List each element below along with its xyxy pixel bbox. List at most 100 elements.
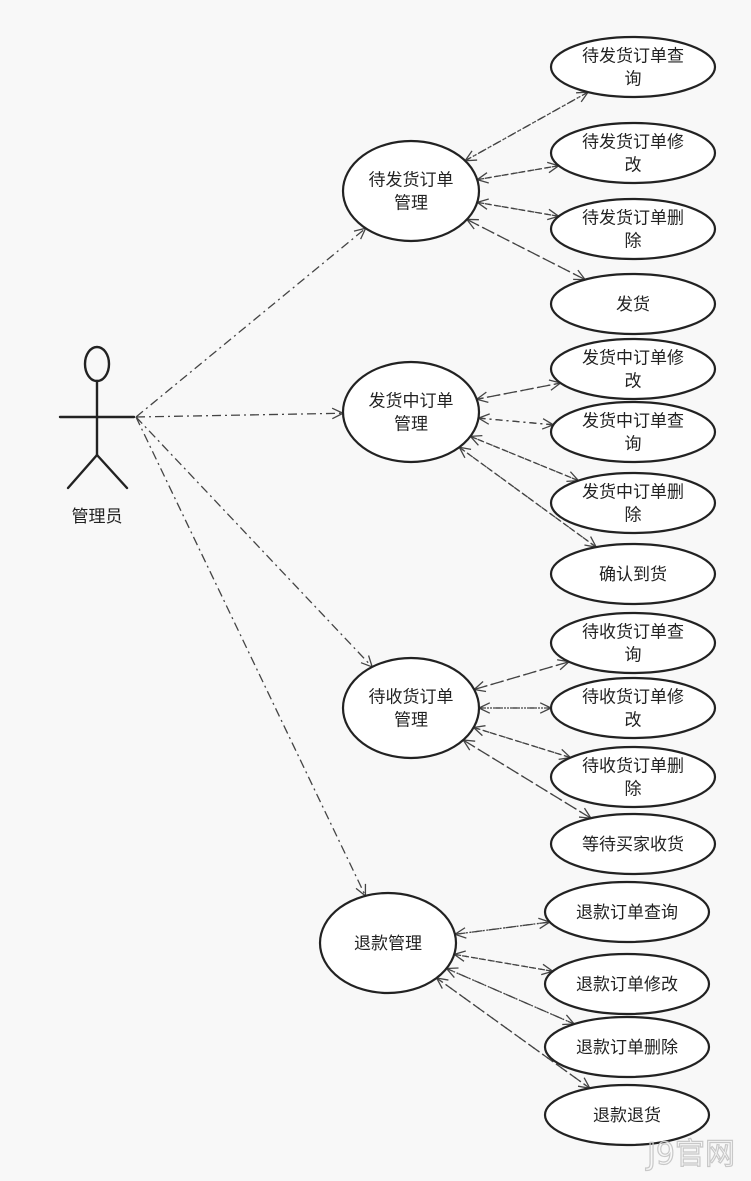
use-case-item-label: 待收货订单修 bbox=[582, 688, 684, 708]
use-case-ellipse[interactable] bbox=[549, 337, 717, 401]
dependency-line bbox=[477, 165, 559, 181]
use-case-ellipse[interactable] bbox=[549, 471, 717, 535]
use-case-item-label: 退款退货 bbox=[593, 1106, 661, 1126]
use-case-item-label: 退款订单删除 bbox=[576, 1038, 678, 1058]
use-case-ellipse[interactable] bbox=[549, 812, 717, 876]
use-case-label: 管理 bbox=[394, 711, 428, 731]
use-case-ellipse[interactable] bbox=[549, 542, 717, 606]
dependency-line bbox=[473, 661, 570, 691]
use-case-item-label: 退款订单修改 bbox=[576, 975, 678, 995]
use-case-item[interactable]: 退款退货 bbox=[543, 1083, 711, 1147]
use-case-ellipse[interactable] bbox=[549, 676, 717, 740]
dependency-line bbox=[454, 953, 553, 972]
watermark: J9官网 bbox=[645, 1137, 735, 1172]
association-line bbox=[135, 412, 344, 418]
use-case-item-label: 发货中订单修 bbox=[582, 349, 684, 369]
use-case-group[interactable]: 退款管理 bbox=[318, 891, 458, 995]
use-case-item[interactable]: 等待买家收货 bbox=[549, 812, 717, 876]
use-case-ellipse[interactable] bbox=[549, 400, 717, 464]
use-case-ellipse[interactable] bbox=[543, 1015, 711, 1079]
use-case-item[interactable]: 退款订单修改 bbox=[543, 952, 711, 1016]
use-case-item-label: 除 bbox=[625, 780, 642, 800]
use-case-item-label: 除 bbox=[625, 506, 642, 526]
use-case-item-label: 发货 bbox=[616, 295, 650, 315]
use-case-item-label: 询 bbox=[625, 70, 642, 90]
use-case-label: 待收货订单 bbox=[369, 688, 454, 708]
use-case-ellipse[interactable] bbox=[543, 880, 711, 944]
use-case-item-label: 改 bbox=[625, 711, 642, 731]
actor: 管理员 bbox=[58, 345, 136, 527]
dependency-line bbox=[454, 921, 550, 935]
use-case-item-label: 发货中订单删 bbox=[582, 483, 684, 503]
use-case-item-label: 待发货订单删 bbox=[582, 209, 684, 229]
use-case-ellipse[interactable] bbox=[549, 611, 717, 675]
use-case-item[interactable]: 退款订单删除 bbox=[543, 1015, 711, 1079]
use-case-item[interactable]: 退款订单查询 bbox=[543, 880, 711, 944]
dependency-line bbox=[477, 201, 559, 217]
use-case-item-label: 待发货订单修 bbox=[582, 133, 684, 153]
actor-head bbox=[83, 345, 111, 383]
dependency-line bbox=[458, 446, 597, 548]
use-case-ellipse[interactable] bbox=[549, 35, 717, 99]
dependency-line bbox=[478, 417, 554, 426]
use-case-item-label: 退款订单查询 bbox=[576, 903, 678, 923]
use-case-ellipse[interactable] bbox=[549, 745, 717, 809]
use-case-ellipse[interactable] bbox=[341, 656, 481, 760]
use-case-label: 发货中订单 bbox=[369, 392, 454, 412]
dependency-line bbox=[470, 435, 579, 482]
dependency-line bbox=[436, 977, 591, 1089]
use-case-item-label: 改 bbox=[625, 156, 642, 176]
dependency-line bbox=[473, 661, 570, 691]
actor-left-leg bbox=[66, 453, 99, 490]
use-case-item-label: 询 bbox=[625, 435, 642, 455]
dependency-line bbox=[477, 201, 559, 217]
dependency-line bbox=[446, 967, 575, 1025]
association-line bbox=[135, 416, 373, 668]
use-case-ellipse[interactable] bbox=[543, 1083, 711, 1147]
use-case-item[interactable]: 确认到货 bbox=[549, 542, 717, 606]
dependency-line bbox=[476, 382, 561, 400]
association-line bbox=[135, 416, 366, 897]
use-case-ellipse[interactable] bbox=[549, 197, 717, 261]
use-case-item-label: 等待买家收货 bbox=[582, 835, 684, 855]
dependency-line bbox=[436, 977, 591, 1089]
dependency-line bbox=[466, 218, 586, 281]
use-case-item-label: 发货中订单查 bbox=[582, 412, 684, 432]
actor-right-leg bbox=[95, 453, 129, 490]
dependency-line bbox=[454, 953, 553, 972]
actor-label: 管理员 bbox=[72, 507, 123, 527]
use-case-label: 待发货订单 bbox=[369, 171, 454, 191]
use-case-item-label: 询 bbox=[625, 646, 642, 666]
use-case-item-label: 待收货订单删 bbox=[582, 757, 684, 777]
use-case-layer: 待发货订单管理待发货订单查询待发货订单修改待发货订单删除发货发货中订单管理发货中… bbox=[318, 35, 717, 1147]
use-case-item-label: 待发货订单查 bbox=[582, 47, 684, 67]
use-case-label: 退款管理 bbox=[354, 934, 422, 954]
arrowhead bbox=[576, 91, 589, 103]
use-case-ellipse[interactable] bbox=[549, 121, 717, 185]
use-case-item[interactable]: 发货 bbox=[549, 272, 717, 336]
use-case-ellipse[interactable] bbox=[543, 952, 711, 1016]
use-case-item-label: 改 bbox=[625, 372, 642, 392]
use-case-ellipse[interactable] bbox=[341, 360, 481, 464]
use-case-ellipse[interactable] bbox=[341, 139, 481, 243]
dependency-line bbox=[476, 382, 561, 400]
use-case-ellipse[interactable] bbox=[549, 272, 717, 336]
dependency-line bbox=[477, 165, 559, 181]
association-line bbox=[135, 227, 367, 418]
use-case-ellipse[interactable] bbox=[318, 891, 458, 995]
use-case-item-label: 除 bbox=[625, 232, 642, 252]
connector-layer bbox=[135, 91, 597, 1089]
